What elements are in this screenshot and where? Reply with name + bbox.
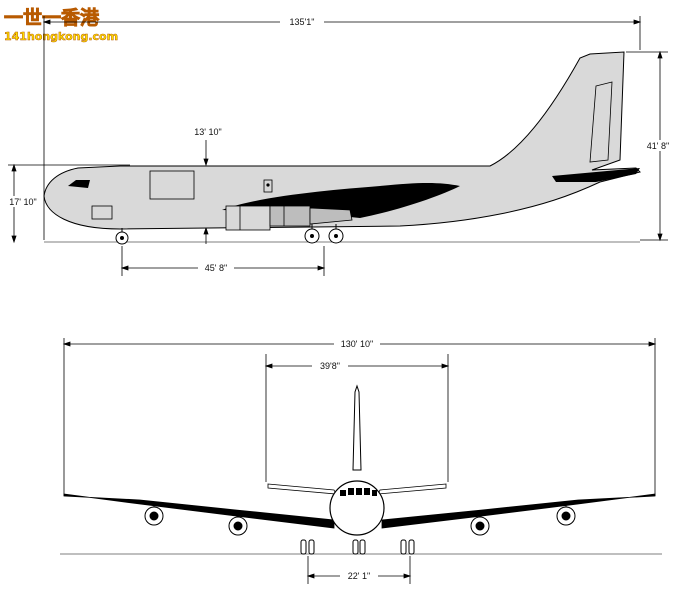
length-dimension (42, 16, 642, 240)
wheelbase-dim-label: 45' 8" (205, 263, 227, 273)
tail-panel (589, 81, 613, 163)
fuselage-depth-dimension (203, 140, 209, 244)
wingspan-dim-label: 130' 10" (341, 339, 373, 349)
tail-height-label-bg (642, 140, 678, 151)
gear-track-label-bg (340, 570, 378, 581)
landing-gear-side (115, 224, 344, 245)
cockpit-windows-front (340, 488, 377, 496)
side-view: 135'1" 41' 8" 17' 10" 13' 10" (6, 16, 678, 276)
tailplane-span-dimension (264, 354, 450, 482)
fuselage-height-dim-label: 17' 10" (9, 197, 36, 207)
tailplane-span-dim-label: 39'8" (320, 361, 340, 371)
length-dim-label: 135'1" (290, 17, 315, 27)
tailplane-label-bg (312, 360, 348, 371)
fuselage-depth-dim-label: 13' 10" (194, 127, 221, 137)
fuselage-height-label-bg (6, 196, 40, 207)
vertical-fin-front (352, 384, 362, 471)
cargo-door (149, 170, 195, 200)
landing-gear-front (300, 539, 415, 555)
tail-height-dim-label: 41' 8" (647, 141, 669, 151)
watermark-site-name: 一世一香港 (4, 7, 100, 29)
front-view: 130' 10" 39'8" (60, 338, 662, 584)
horizontal-stabilizer (552, 168, 640, 182)
small-hatch (263, 179, 273, 193)
engines-front (144, 502, 576, 536)
length-label-bg (280, 17, 324, 27)
fuselage (43, 51, 641, 230)
wing-left-front (63, 493, 335, 529)
wheelbase-label-bg (198, 262, 234, 273)
wingspan-label-bg (334, 339, 380, 349)
site-watermark: 一世一香港 141hongkong.com (4, 7, 119, 44)
engine-nacelles-side (225, 205, 353, 231)
watermark-site-url: 141hongkong.com (4, 30, 118, 43)
forward-door (91, 205, 113, 220)
wing-right-front (381, 493, 656, 529)
gear-track-dim-label: 22' 1" (348, 571, 370, 581)
cockpit-window (68, 180, 90, 188)
